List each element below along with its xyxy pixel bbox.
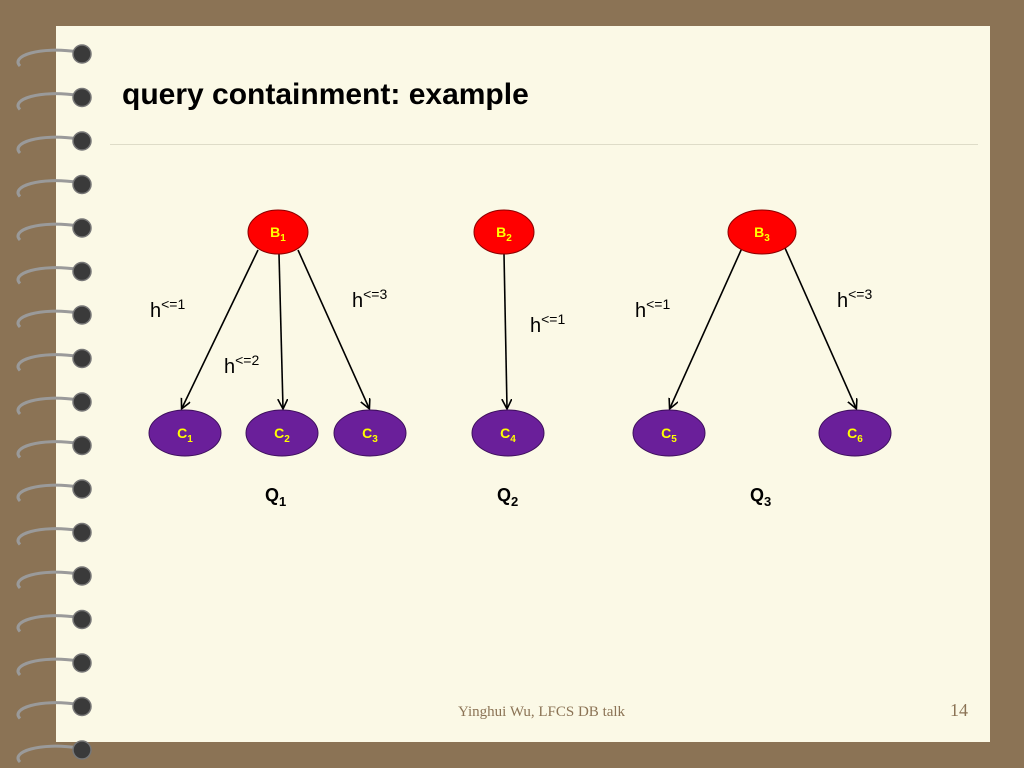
edge-label-b2-c4: h<=1 [530,311,565,337]
binding-hole [72,696,92,717]
binding-hole [72,131,92,151]
spiral-ring [16,527,79,546]
edge-label-b3-c6: h<=3 [837,286,872,312]
binding-hole [72,87,92,108]
spiral-ring [16,614,79,633]
binding-hole [72,392,92,412]
spiral-ring [16,396,79,416]
spiral-ring [16,570,79,590]
binding-hole [72,174,92,195]
binding-hole [72,435,92,456]
spiral-ring [16,744,79,764]
node-b3: B3 [727,209,797,255]
spiral-ring [16,266,79,285]
edge-label-b3-c5: h<=1 [635,296,670,322]
binding-hole [72,566,92,586]
edge-label-b1-c3: h<=3 [352,286,387,312]
node-c5: C5 [632,409,706,457]
slide-title: query containment: example [122,78,529,111]
binding-hole [72,218,92,238]
edge-b3-c6 [784,247,856,408]
node-c1: C1 [148,409,222,457]
spiral-ring [16,353,79,372]
spiral-ring [16,440,79,459]
edge-b1-c3 [297,249,369,408]
svg-text:C6: C6 [847,425,863,445]
node-c2: C2 [245,409,319,457]
svg-text:C2: C2 [274,425,290,445]
svg-text:B3: B3 [754,224,770,244]
spiral-ring [16,222,79,242]
svg-text:B2: B2 [496,224,512,244]
spiral-ring [16,179,79,198]
binding-hole [72,479,92,499]
query-label-q1: Q1 [265,485,286,509]
node-b2: B2 [473,209,535,255]
binding-hole [72,653,92,673]
spiral-ring [16,92,79,111]
spiral-ring [16,483,79,503]
spiral-ring [16,701,79,720]
edge-label-b1-c2: h<=2 [224,352,259,378]
spiral-ring [16,48,79,68]
node-b1: B1 [247,209,309,255]
edge-b1-c2 [279,253,283,408]
node-c6: C6 [818,409,892,457]
slide-footer: Yinghui Wu, LFCS DB talk [458,704,626,720]
title-divider [110,144,978,145]
edge-label-b1-c1: h<=1 [150,296,185,322]
svg-text:C5: C5 [661,425,677,445]
binding-hole [72,348,92,369]
slide-paper [56,26,990,742]
binding-hole [72,305,92,325]
spiral-ring [16,657,79,677]
binding-hole [72,609,92,630]
node-c4: C4 [471,409,545,457]
binding-hole [72,740,92,760]
svg-text:C4: C4 [500,425,516,445]
svg-text:B1: B1 [270,224,286,244]
spiral-binding [16,44,92,764]
binding-hole [72,522,92,543]
edge-b3-c5 [670,247,743,408]
spiral-ring [16,135,79,155]
spiral-ring [16,309,79,329]
binding-hole [72,261,92,282]
binding-hole [72,44,92,64]
edge-b2-c4 [504,253,507,408]
query-label-q2: Q2 [497,485,518,509]
edge-b1-c1 [182,249,259,408]
query-label-q3: Q3 [750,485,771,509]
node-c3: C3 [333,409,407,457]
page-number: 14 [950,700,968,720]
svg-text:C1: C1 [177,425,193,445]
svg-text:C3: C3 [362,425,378,445]
